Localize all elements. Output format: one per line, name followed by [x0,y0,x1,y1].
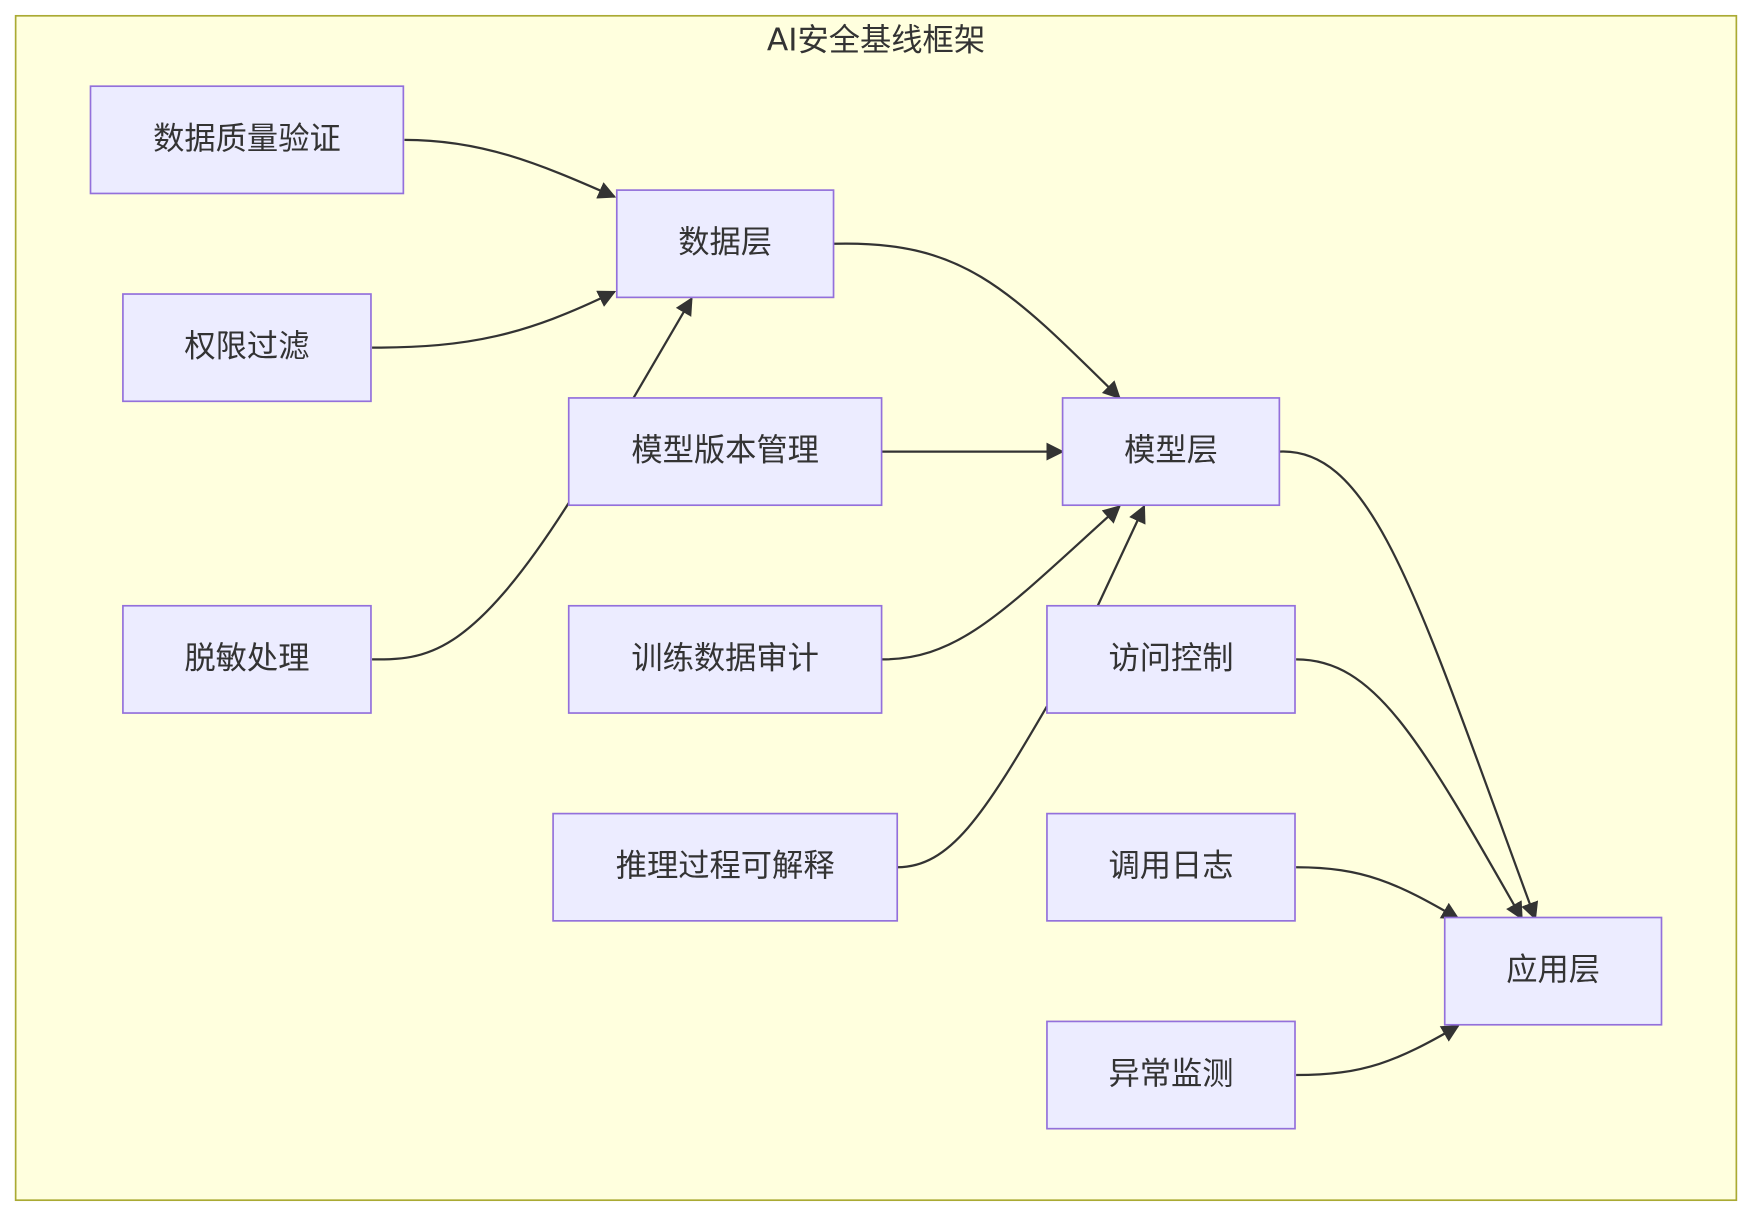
edge-desensitize-to-model-version [372,502,570,661]
node-permission-filter: 权限过滤 [122,293,372,403]
edge-explainable-to-access-control [897,705,1048,869]
node-explainable-label: 推理过程可解释 [616,848,835,884]
node-call-log: 调用日志 [1046,812,1296,922]
node-desensitize-label: 脱敏处理 [184,640,309,676]
node-data-layer: 数据层 [615,189,835,299]
node-app-layer-label: 应用层 [1506,952,1600,988]
node-training-audit-label: 训练数据审计 [631,640,819,676]
node-call-log-label: 调用日志 [1108,848,1233,884]
node-explainable: 推理过程可解释 [552,812,899,922]
node-anomaly-detect-label: 异常监测 [1108,1056,1233,1092]
node-app-layer: 应用层 [1443,916,1663,1026]
node-model-version-label: 模型版本管理 [631,433,819,469]
node-access-control-label: 访问控制 [1108,640,1233,676]
cluster-title: AI安全基线框架 [767,23,985,59]
node-data-quality-label: 数据质量验证 [153,121,341,157]
node-data-layer-label: 数据层 [678,225,772,261]
edge-data-quality-to-data-layer [404,138,617,199]
edge-access-control-to-app-layer [1296,658,1523,921]
edge-model-layer-to-app-layer [1279,450,1539,921]
node-permission-filter-label: 权限过滤 [184,329,309,365]
edge-data-layer-to-model-layer [833,242,1121,400]
node-model-layer-label: 模型层 [1124,433,1218,469]
node-desensitize: 脱敏处理 [122,604,372,714]
node-data-quality: 数据质量验证 [89,85,405,195]
edge-permission-filter-to-data-layer [372,290,617,349]
node-anomaly-detect: 异常监测 [1046,1020,1296,1130]
node-model-version: 模型版本管理 [567,397,883,507]
edge-call-log-to-app-layer [1296,866,1460,920]
edge-training-audit-to-model-layer [881,505,1121,661]
edges [372,138,1539,1077]
edge-model-version-to-data-layer [632,296,693,399]
node-access-control: 访问控制 [1046,604,1296,714]
edge-access-control-to-model-layer [1096,504,1146,608]
node-model-layer: 模型层 [1061,397,1281,507]
node-training-audit: 训练数据审计 [567,604,883,714]
edge-anomaly-detect-to-app-layer [1296,1024,1460,1077]
